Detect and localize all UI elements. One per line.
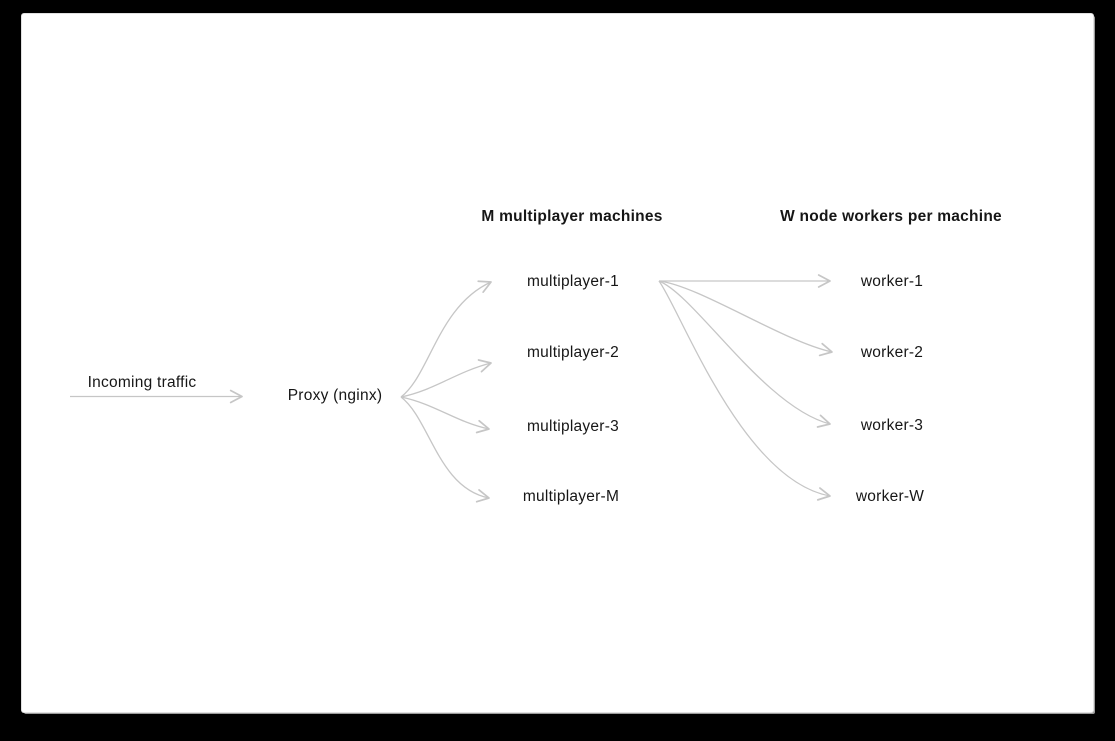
node-multiplayer-1: multiplayer-1 [527, 273, 619, 290]
node-worker-2: worker-2 [860, 344, 924, 361]
multiplayer-column-header: M multiplayer machines [481, 208, 663, 225]
node-worker-1: worker-1 [860, 273, 924, 290]
node-multiplayer-3: multiplayer-3 [527, 418, 619, 435]
proxy-node-label: Proxy (nginx) [287, 387, 383, 404]
worker-column-header: W node workers per machine [780, 208, 1002, 225]
incoming-traffic-label: Incoming traffic [87, 374, 197, 391]
node-worker-W: worker-W [855, 488, 925, 505]
node-multiplayer-2: multiplayer-2 [527, 344, 619, 361]
node-multiplayer-M: multiplayer-M [522, 488, 620, 505]
diagram-canvas [22, 14, 1093, 712]
node-worker-3: worker-3 [860, 417, 924, 434]
